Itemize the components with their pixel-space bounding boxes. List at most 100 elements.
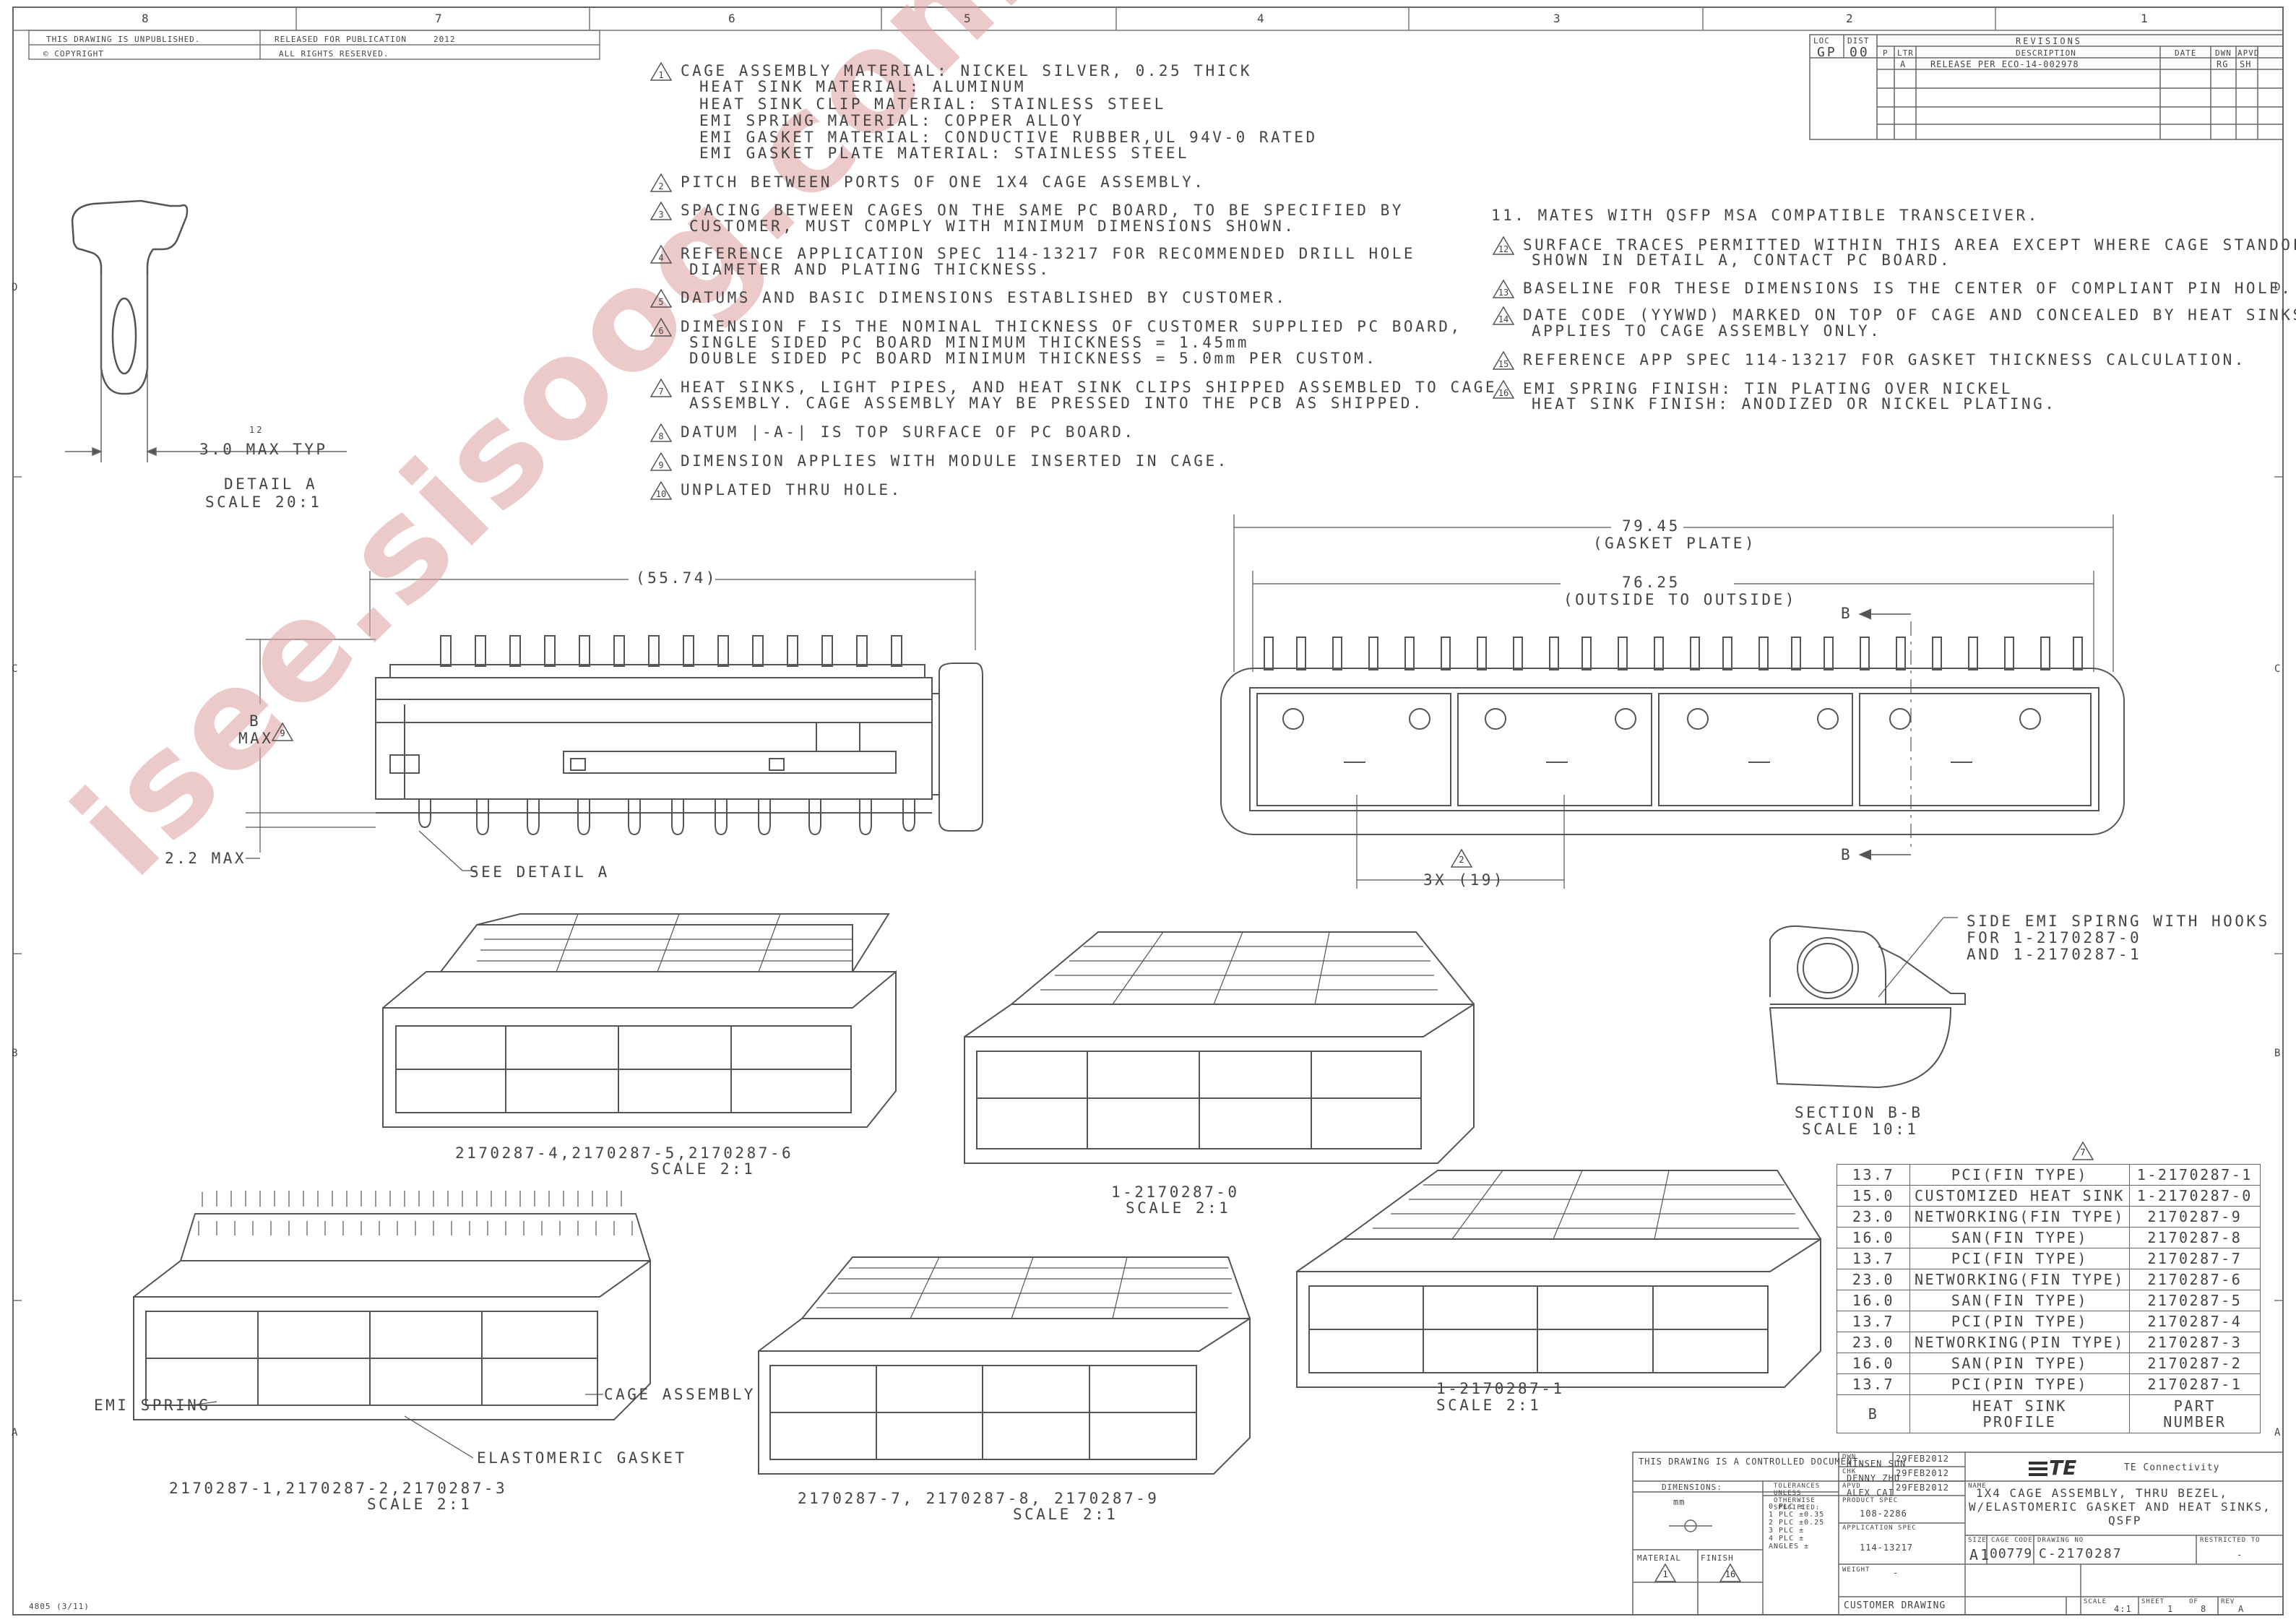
rev-header-apvd: APVD [2237,48,2260,58]
gasket-dim: 79.45 [1622,517,1680,535]
bom-profile: PCI(PIN TYPE) [1909,1311,2130,1332]
iso-c-scale: SCALE 2:1 [367,1496,472,1513]
note-1-line-3: HEAT SINK CLIP MATERIAL: STAINLESS STEEL [699,95,1166,113]
zone-3: 3 [1553,12,1563,25]
app-spec: 114-13217 [1860,1543,1914,1553]
note-flag-icon: 8 [650,423,672,442]
chk-label: CHK [1842,1468,1857,1475]
zone-b-right: B [2274,1048,2283,1059]
finish-label: FINISH [1701,1553,1734,1563]
zone-a-right: A [2274,1427,2283,1438]
bom-part-number: 2170287-7 [2128,1248,2261,1269]
dist-label: DIST [1847,36,1870,46]
bom-height: 16.0 [1837,1353,1910,1374]
iso-e-scale: SCALE 2:1 [1436,1397,1542,1414]
note-flag-icon: 1 [650,62,672,81]
bom-profile: NETWORKING(FIN TYPE) [1909,1269,2130,1290]
rev-label: REV [2221,1598,2235,1605]
note-flag-icon: 6 [650,318,672,337]
note-flag-icon: 13 [1493,280,1514,298]
zone-d-right: D [2274,282,2283,293]
side-2-2-max: 2.2 MAX [165,850,247,867]
note-14-line-2: APPLIES TO CAGE ASSEMBLY ONLY. [1532,322,1882,340]
rights-reserved: ALL RIGHTS RESERVED. [279,49,389,59]
zone-a: A [12,1427,20,1438]
dwn-name: KINSEN SUN [1847,1459,1907,1469]
bom-part-number: 2170287-6 [2128,1269,2261,1290]
pitch-flag-icon: 2 [1451,849,1472,868]
section-mark-bottom: B [1841,846,1853,863]
scale: 4:1 [2114,1604,2132,1614]
bom-part-number: 2170287-5 [2128,1290,2261,1311]
side-height-max: MAX [238,730,274,747]
note-6-line-3: DOUBLE SIDED PC BOARD MINIMUM THICKNESS … [689,350,1378,367]
zone-b: B [12,1048,20,1059]
zone-4: 4 [1257,12,1266,25]
bom-profile: CUSTOMIZED HEAT SINK [1909,1185,2130,1207]
cage-assembly-callout: CAGE ASSEMBLY [604,1386,756,1403]
note-flag-icon: 9 [650,452,672,471]
note-4-line-2: DIAMETER AND PLATING THICKNESS. [689,261,1051,278]
note-1-line-6: EMI GASKET PLATE MATERIAL: STAINLESS STE… [699,144,1190,162]
iso-e-parts: 1-2170287-1 [1436,1380,1565,1397]
note-11: 11. MATES WITH QSFP MSA COMPATIBLE TRANS… [1491,207,2040,224]
bom-profile: PCI(FIN TYPE) [1909,1248,2130,1269]
gasket-dim-sub: (GASKET PLATE) [1593,535,1757,552]
note-1-line-4: EMI SPRING MATERIAL: COPPER ALLOY [699,112,1084,129]
bom-profile: NETWORKING(FIN TYPE) [1909,1206,2130,1228]
rev-header-dwn: DWN [2215,48,2232,58]
bom-part-number: 2170287-9 [2128,1206,2261,1228]
rev-dwn: RG [2217,59,2229,69]
company-name: TE Connectivity [2124,1462,2220,1473]
bom-height: 23.0 [1837,1269,1910,1290]
note-flag-icon: 5 [650,289,672,308]
detail-a-dim: 3.0 MAX TYP [199,441,328,458]
note-flag-icon: 15 [1493,351,1514,370]
rev-header-ltr: LTR [1897,48,1914,58]
zone-7: 7 [435,12,444,25]
title-line-2: W/ELASTOMERIC GASKET AND HEAT SINKS, [1969,1500,2271,1514]
bom-header-part: PART NUMBER [2128,1394,2261,1433]
iso-c-parts: 2170287-1,2170287-2,2170287-3 [169,1480,508,1497]
tol-4: 4 PLC ± [1769,1535,1805,1543]
iso-b-parts: 1-2170287-0 [1111,1183,1240,1201]
bom-header-row: B HEAT SINK PROFILE PART NUMBER [1837,1394,2261,1433]
note-flag-icon: 16 [1493,380,1514,399]
chk-name: DENNY ZHU [1847,1473,1901,1483]
note-16-line-2: HEAT SINK FINISH: ANODIZED OR NICKEL PLA… [1532,395,2057,413]
footer-code: 4805 (3/11) [29,1602,90,1611]
bom-profile: SAN(PIN TYPE) [1909,1353,2130,1374]
note-flag-icon: 3 [650,202,672,220]
apvd-date: 29FEB2012 [1896,1483,1950,1493]
te-logo: TE [2029,1456,2076,1480]
bom-profile: SAN(FIN TYPE) [1909,1227,2130,1248]
restricted: - [2237,1550,2243,1560]
bom-part-number: 1-2170287-0 [2128,1185,2261,1207]
bom-height: 13.7 [1837,1248,1910,1269]
note-flag-icon: 7 [650,379,672,397]
bom-profile: SAN(FIN TYPE) [1909,1290,2130,1311]
tol-0: 0 PLC ± [1769,1503,1805,1511]
tol-angles: ANGLES ± [1769,1543,1810,1550]
note-flag-icon: 12 [1493,236,1514,255]
gasket-callout: ELASTOMERIC GASKET [477,1449,687,1467]
outside-dim: 76.25 [1622,574,1680,591]
section-scale: SCALE 10:1 [1802,1121,1919,1138]
zone-c-right: C [2274,663,2283,675]
sheet-label: SHEET [2141,1598,2165,1605]
name-label: NAME [1968,1483,1987,1490]
